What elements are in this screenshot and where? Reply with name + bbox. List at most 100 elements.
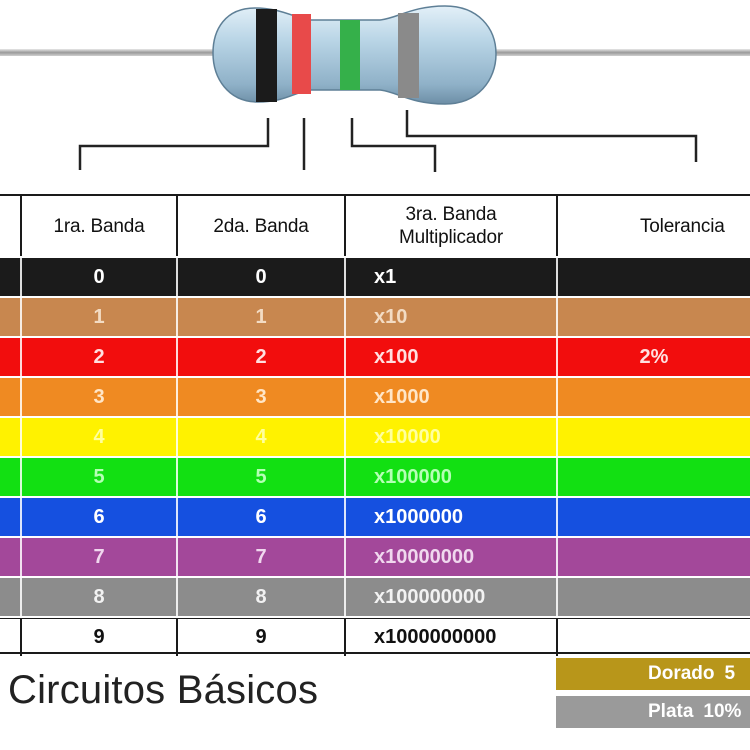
column-divider [344, 498, 346, 536]
resistor-lead-left [0, 49, 225, 56]
resistor-lead-right [490, 49, 750, 56]
header-band3: 3ra. Banda Multiplicador [346, 196, 556, 256]
tolerance-value: 10% [703, 701, 742, 722]
column-divider [344, 578, 346, 616]
resistor-band-3 [340, 20, 360, 90]
cell-band1: 1 [93, 306, 105, 328]
column-divider [176, 258, 178, 296]
cell-band1: 3 [93, 386, 105, 408]
tolerance-label: Dorado [648, 663, 715, 684]
column-divider [176, 298, 178, 336]
cell-tolerance [558, 498, 750, 536]
cell-multiplier: x1000 [374, 386, 430, 408]
table-row: 7 7 x10000000 [0, 538, 750, 576]
column-divider [176, 458, 178, 496]
column-divider [176, 498, 178, 536]
column-divider [20, 578, 22, 616]
cell-tolerance: 2% [639, 346, 669, 368]
column-divider [176, 418, 178, 456]
column-divider [344, 538, 346, 576]
cell-band2: 0 [255, 266, 267, 288]
resistor-band-2 [292, 14, 311, 94]
brand-title: Circuitos Básicos [8, 668, 319, 712]
cell-band1: 9 [93, 626, 105, 648]
column-divider [20, 538, 22, 576]
header-band2-label: 2da. Banda [213, 215, 309, 237]
column-divider [20, 618, 22, 656]
column-divider [344, 258, 346, 296]
column-divider [556, 258, 558, 296]
column-divider [176, 618, 178, 656]
column-divider [344, 418, 346, 456]
resistor-diagram [0, 5, 750, 172]
column-divider [556, 458, 558, 496]
column-divider [556, 618, 558, 656]
cell-band1: 2 [93, 346, 105, 368]
column-divider [176, 378, 178, 416]
pointer-band-1 [78, 118, 270, 170]
cell-band2: 8 [255, 586, 267, 608]
cell-tolerance [558, 578, 750, 616]
cell-band2: 7 [255, 546, 267, 568]
header-band2: 2da. Banda [178, 196, 344, 256]
cell-multiplier: x100000000 [374, 586, 486, 608]
column-divider [20, 298, 22, 336]
column-divider [556, 298, 558, 336]
header-divider-2 [344, 196, 346, 256]
column-divider [20, 338, 22, 376]
table-row: 3 3 x1000 [0, 378, 750, 416]
resistor-band-4 [398, 13, 419, 98]
cell-band1: 0 [93, 266, 105, 288]
cell-tolerance [558, 418, 750, 456]
tolerance-value: 5 [724, 663, 736, 684]
cell-tolerance [558, 258, 750, 296]
cell-band2: 4 [255, 426, 267, 448]
cell-band2: 3 [255, 386, 267, 408]
pointer-lines [78, 110, 698, 172]
cell-tolerance [558, 538, 750, 576]
cell-multiplier: x1 [374, 266, 397, 288]
cell-multiplier: x10000000 [374, 546, 475, 568]
column-divider [556, 418, 558, 456]
table-top-border [0, 194, 750, 196]
column-divider [20, 458, 22, 496]
column-divider [344, 378, 346, 416]
cell-band2: 5 [255, 466, 267, 488]
cell-band1: 6 [93, 506, 105, 528]
header-divider-3 [556, 196, 558, 256]
pointer-band-4 [405, 110, 698, 162]
column-divider [20, 258, 22, 296]
column-divider [344, 458, 346, 496]
column-divider [556, 498, 558, 536]
cell-tolerance [558, 298, 750, 336]
column-divider [344, 298, 346, 336]
cell-multiplier: x1000000 [374, 506, 463, 528]
header-multiplier-label: Multiplicador [398, 227, 504, 248]
column-divider [556, 578, 558, 616]
cell-multiplier: x1000000000 [374, 626, 497, 648]
table-row: 9 9 x1000000000 [0, 618, 750, 656]
cell-band1: 5 [93, 466, 105, 488]
header-tolerance-label: Tolerancia [640, 215, 725, 237]
pointer-band-3 [350, 118, 437, 172]
table-row: 8 8 x100000000 [0, 578, 750, 616]
column-divider [20, 418, 22, 456]
cell-band1: 7 [93, 546, 105, 568]
cell-multiplier: x10 [374, 306, 408, 328]
table-row: 1 1 x10 [0, 298, 750, 336]
cell-band2: 9 [255, 626, 267, 648]
column-divider [20, 498, 22, 536]
column-divider [176, 538, 178, 576]
tolerance-label: Plata [648, 701, 694, 722]
column-divider [344, 338, 346, 376]
column-divider [176, 338, 178, 376]
cell-multiplier: x10000 [374, 426, 441, 448]
cell-band2: 1 [255, 306, 267, 328]
cell-band1: 8 [93, 586, 105, 608]
tolerance-box: Dorado 5 [556, 658, 750, 690]
tolerance-box: Plata 10% [556, 696, 750, 728]
table-bottom-border [0, 652, 750, 654]
